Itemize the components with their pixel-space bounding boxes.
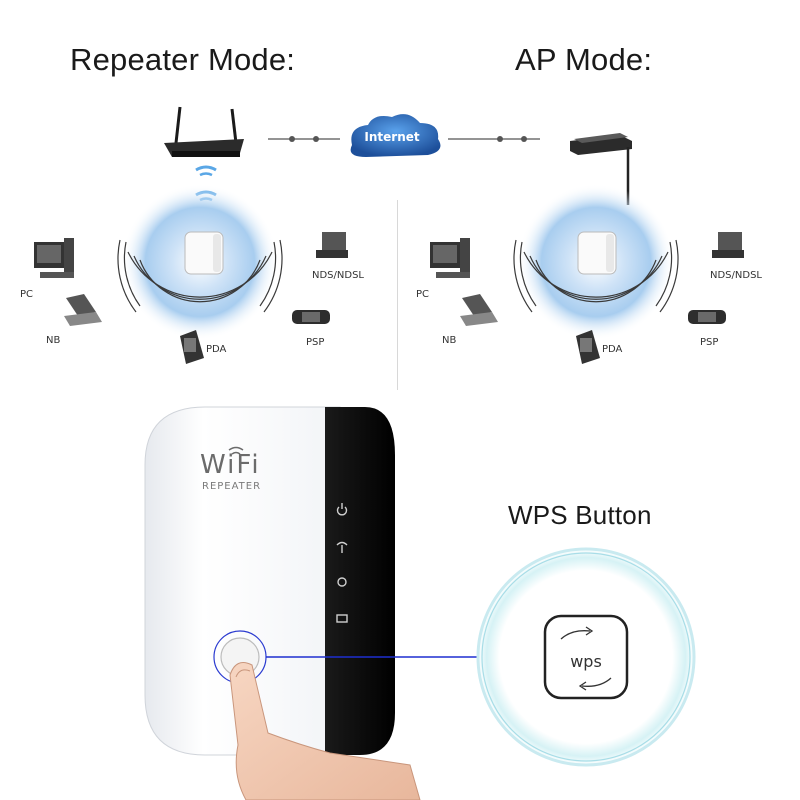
- nds-label: NDS/NDSL: [710, 270, 762, 281]
- repeater-diagram: PC NB PDA NDS/NDSL PSP: [20, 184, 364, 364]
- ap-diagram: PC NB PDA NDS/NDSL PSP: [416, 184, 762, 364]
- pda-icon: [576, 330, 600, 364]
- internet-cloud-icon: Internet: [350, 114, 441, 157]
- repeater-product: [144, 406, 395, 756]
- psp-label: PSP: [700, 337, 718, 348]
- product-illustration: WiFi REPEATER wps: [144, 406, 696, 800]
- ap-repeater-device-icon: [577, 231, 617, 275]
- internet-label: Internet: [364, 130, 419, 144]
- pda-label: PDA: [602, 344, 623, 355]
- psp-label: PSP: [306, 337, 324, 348]
- psp-icon: [292, 310, 330, 324]
- connector-line-right: [448, 136, 540, 142]
- wps-led-icon: [337, 577, 347, 587]
- wps-button-title: WPS Button: [508, 500, 652, 530]
- nds-label: NDS/NDSL: [312, 270, 364, 281]
- nb-label: NB: [46, 335, 60, 346]
- brand-logo: WiFi: [200, 450, 261, 480]
- modem-icon: [570, 133, 632, 155]
- pc-label: PC: [416, 289, 429, 300]
- finger-icon: [229, 662, 421, 800]
- pda-icon: [180, 330, 204, 364]
- cable-line: [626, 147, 630, 205]
- power-icon: [336, 503, 348, 516]
- router-icon: [164, 106, 244, 157]
- mode-divider: [397, 200, 398, 390]
- wps-button-large: [543, 614, 629, 700]
- psp-icon: [688, 310, 726, 324]
- pc-label: PC: [20, 289, 33, 300]
- pc-icon: [34, 238, 74, 278]
- pda-label: PDA: [206, 344, 227, 355]
- repeater-device-icon: [184, 231, 224, 275]
- lan-icon: [336, 614, 348, 623]
- nds-icon: [316, 232, 348, 258]
- wps-zoom-circle: wps: [476, 547, 696, 767]
- connector-line-left: [268, 136, 340, 142]
- brand-subtitle: REPEATER: [202, 481, 261, 492]
- notebook-icon: [64, 294, 102, 326]
- nds-icon: [712, 232, 744, 258]
- ap-mode-title: AP Mode:: [515, 42, 653, 77]
- pc-icon: [430, 238, 470, 278]
- nb-label: NB: [442, 335, 456, 346]
- repeater-mode-title: Repeater Mode:: [70, 42, 296, 77]
- wifi-logo-icon: [228, 446, 244, 455]
- wps-button-text: wps: [570, 652, 602, 671]
- status-icons: [336, 503, 348, 623]
- wireless-icon: [336, 541, 348, 553]
- notebook-icon: [460, 294, 498, 326]
